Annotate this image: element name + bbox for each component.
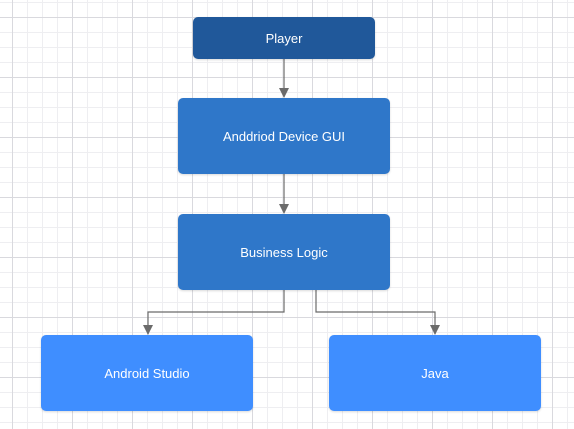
connector-logic-to-java bbox=[315, 290, 440, 335]
node-player[interactable]: Player bbox=[193, 17, 375, 59]
node-android-device-gui[interactable]: Anddriod Device GUI bbox=[178, 98, 390, 174]
node-business-logic[interactable]: Business Logic bbox=[178, 214, 390, 290]
node-android-studio-label: Android Studio bbox=[104, 365, 190, 381]
node-android-studio[interactable]: Android Studio bbox=[41, 335, 253, 411]
node-java-label: Java bbox=[421, 365, 449, 381]
node-java[interactable]: Java bbox=[329, 335, 541, 411]
node-player-label: Player bbox=[265, 30, 303, 46]
node-business-logic-label: Business Logic bbox=[240, 244, 328, 260]
connector-logic-to-studio bbox=[143, 290, 285, 335]
node-android-device-gui-label: Anddriod Device GUI bbox=[222, 128, 346, 144]
